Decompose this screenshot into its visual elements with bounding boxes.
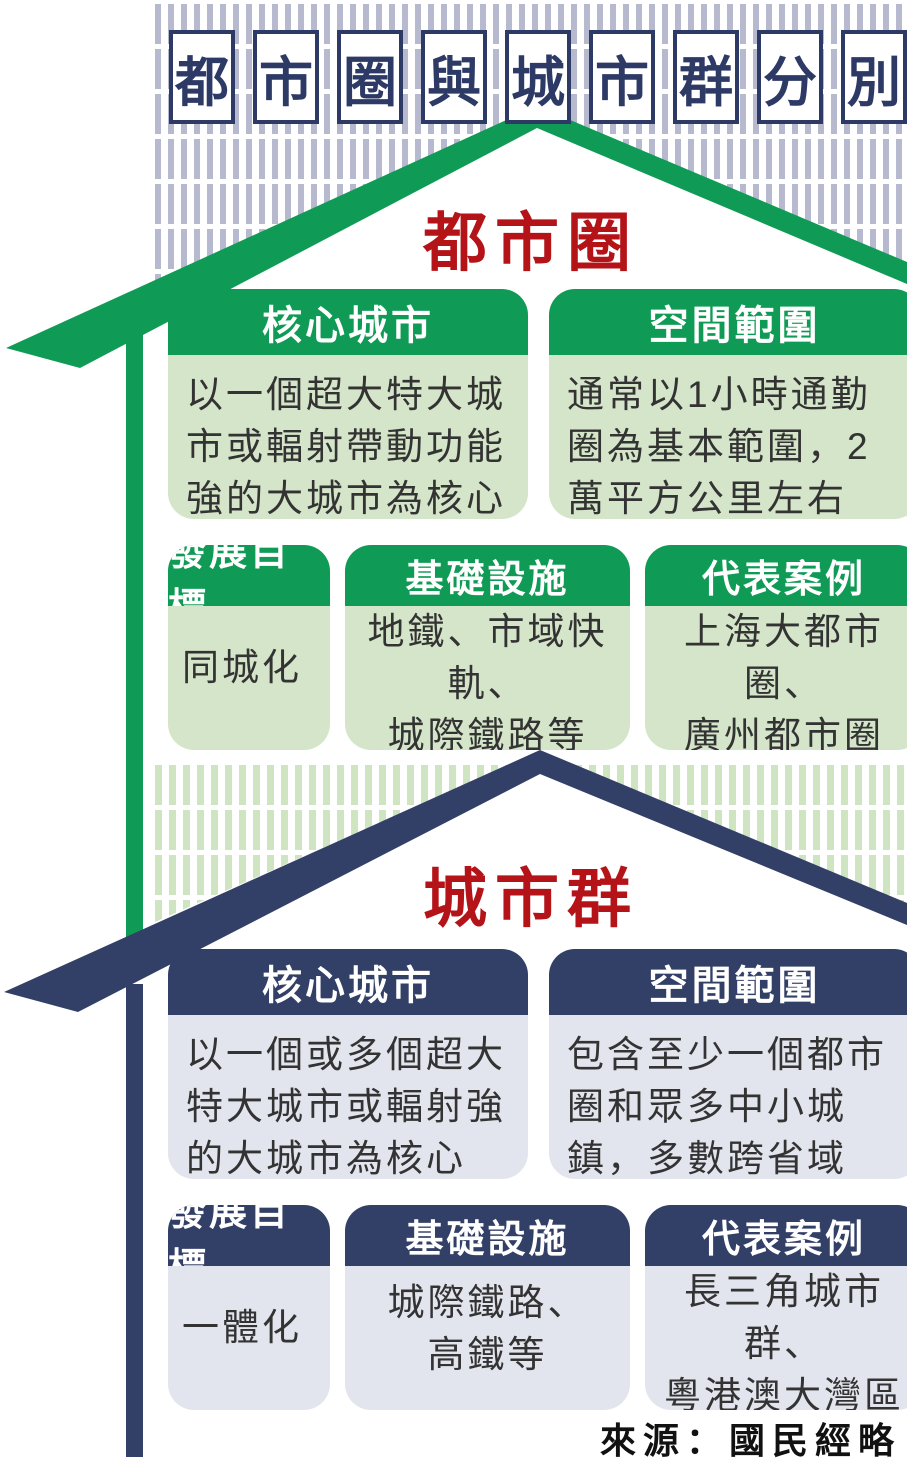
card-body: 同城化 — [168, 606, 330, 750]
title-char: 與 — [427, 52, 481, 113]
metro-section-title: 都市圈 — [423, 207, 639, 279]
cluster-house-wall — [126, 984, 143, 1457]
title-char: 城 — [511, 52, 565, 113]
source-credit: 來源：國民經略 — [599, 1421, 901, 1461]
card-body: 上海大都市圈、 廣州都市圈 — [645, 606, 907, 750]
title-char-box: 與 — [421, 30, 487, 124]
card-body: 地鐵、市域快軌、 城際鐵路等 — [345, 606, 630, 750]
title-char: 市 — [595, 52, 649, 113]
title-char: 分 — [763, 52, 817, 113]
title-char-box: 圈 — [337, 30, 403, 124]
card-header: 基礎設施 — [345, 1205, 630, 1266]
card-header: 代表案例 — [645, 545, 907, 606]
cluster-section-title: 城市群 — [423, 863, 639, 935]
title-char-box: 群 — [673, 30, 739, 124]
card-header: 代表案例 — [645, 1205, 907, 1266]
title-char: 圈 — [343, 52, 397, 113]
metro-infrastructure-card: 基礎設施 地鐵、市域快軌、 城際鐵路等 — [345, 545, 630, 750]
metro-example-card: 代表案例 上海大都市圈、 廣州都市圈 — [645, 545, 907, 750]
card-header: 核心城市 — [168, 949, 528, 1015]
card-body: 城際鐵路、 高鐵等 — [345, 1266, 630, 1410]
cluster-example-card: 代表案例 長三角城市群、 粵港澳大灣區 — [645, 1205, 907, 1410]
card-header: 空間範圍 — [549, 289, 907, 355]
card-body: 以一個超大特大城 市或輻射帶動功能 強的大城市為核心 — [168, 355, 528, 519]
title-char: 市 — [259, 52, 313, 113]
title-char-box: 分 — [757, 30, 823, 124]
card-header: 發展目標 — [168, 1205, 330, 1289]
title-char-box: 市 — [253, 30, 319, 124]
card-header: 核心城市 — [168, 289, 528, 355]
metro-core-city-card: 核心城市 以一個超大特大城 市或輻射帶動功能 強的大城市為核心 — [168, 289, 528, 519]
title-char: 都 — [175, 52, 229, 113]
cluster-development-goal-card: 發展目標 一體化 — [168, 1205, 330, 1410]
card-body: 一體化 — [168, 1266, 330, 1410]
card-body: 以一個或多個超大 特大城市或輻射強 的大城市為核心 — [168, 1015, 528, 1179]
title-char-box: 別 — [841, 30, 907, 124]
title-char-box: 市 — [589, 30, 655, 124]
title-char: 群 — [679, 52, 733, 113]
card-body: 長三角城市群、 粵港澳大灣區 — [645, 1266, 907, 1410]
card-header: 基礎設施 — [345, 545, 630, 606]
title-char-box: 都 — [169, 30, 235, 124]
cluster-spatial-scope-card: 空間範圍 包含至少一個都市 圈和眾多中小城 鎮，多數跨省域 — [549, 949, 907, 1179]
card-header: 發展目標 — [168, 545, 330, 629]
title-char-box: 城 — [505, 30, 571, 124]
card-header: 空間範圍 — [549, 949, 907, 1015]
cluster-core-city-card: 核心城市 以一個或多個超大 特大城市或輻射強 的大城市為核心 — [168, 949, 528, 1179]
title-char: 別 — [847, 52, 901, 113]
metro-development-goal-card: 發展目標 同城化 — [168, 545, 330, 750]
metro-spatial-scope-card: 空間範圍 通常以1小時通勤 圈為基本範圍，2 萬平方公里左右 — [549, 289, 907, 519]
metro-house-wall — [126, 324, 143, 956]
card-body: 包含至少一個都市 圈和眾多中小城 鎮，多數跨省域 — [549, 1015, 907, 1179]
cluster-infrastructure-card: 基礎設施 城際鐵路、 高鐵等 — [345, 1205, 630, 1410]
card-body: 通常以1小時通勤 圈為基本範圍，2 萬平方公里左右 — [549, 355, 907, 519]
